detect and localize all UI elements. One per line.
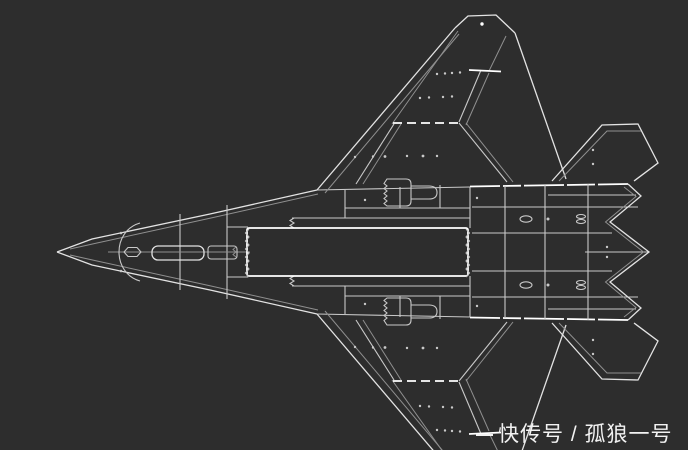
gear-panel-tab: [411, 185, 438, 200]
fuselage-edge-rear: [469, 183, 629, 188]
wing-root-panel-a: [355, 123, 395, 185]
weapons-bay: [246, 227, 469, 277]
rivet-dot-rows: [353, 71, 462, 159]
fuselage-edge: [316, 186, 471, 191]
radome-seam: [118, 222, 141, 282]
canted-vertical-fin: [458, 35, 507, 126]
wing-root-panel-a2: [362, 123, 402, 185]
stabilizer-inner-line: [558, 130, 641, 182]
stabilizer-dot: [591, 162, 595, 166]
rear-deck-panel-lines: [472, 194, 638, 234]
aircraft-bottom-half: [56, 251, 659, 450]
wing-trailing-edge: [514, 32, 567, 180]
wing-tip: [454, 14, 516, 34]
panel-dot: [119, 231, 123, 235]
aircraft-top-half: [56, 14, 659, 253]
watermark-text: 快传号 / 孤狼一号: [498, 423, 673, 446]
spine-panel-sawtooth: [232, 246, 237, 258]
watermark-dash: [476, 433, 493, 437]
landing-gear-panel: [383, 178, 412, 207]
horizontal-stabilizer: [551, 123, 659, 182]
fuselage-center-details: [108, 183, 651, 321]
cockpit-canopy: [151, 245, 205, 261]
panel-dot: [605, 245, 609, 249]
watermark: 快传号 / 孤狼一号: [476, 423, 673, 447]
dorsal-spine-panel: [207, 245, 238, 260]
weapons-bay-sawtooth-front: [244, 228, 250, 278]
flap-hinge-line: [391, 30, 459, 125]
wing-root-panel-b: [458, 122, 508, 183]
sawtooth-exhaust-chevrons: [608, 183, 651, 321]
wingtip-light: [480, 22, 484, 26]
sawtooth-exhaust-inner: [604, 186, 645, 318]
panel-dot: [475, 196, 479, 200]
fuselage-panel-lines: [179, 185, 471, 252]
stabilizer-dot: [591, 148, 595, 152]
nose-outline: [56, 189, 318, 253]
wing-leading-edge: [316, 27, 456, 191]
access-panel-ovals: [519, 213, 587, 225]
irst-sensor: [123, 246, 142, 258]
weapons-bay-sawtooth-rear: [465, 228, 471, 278]
intake-sawtooth: [288, 217, 296, 229]
wing-root-panel-b2: [465, 122, 514, 183]
panel-dot: [363, 198, 367, 202]
nose-chine-inner: [69, 193, 319, 250]
